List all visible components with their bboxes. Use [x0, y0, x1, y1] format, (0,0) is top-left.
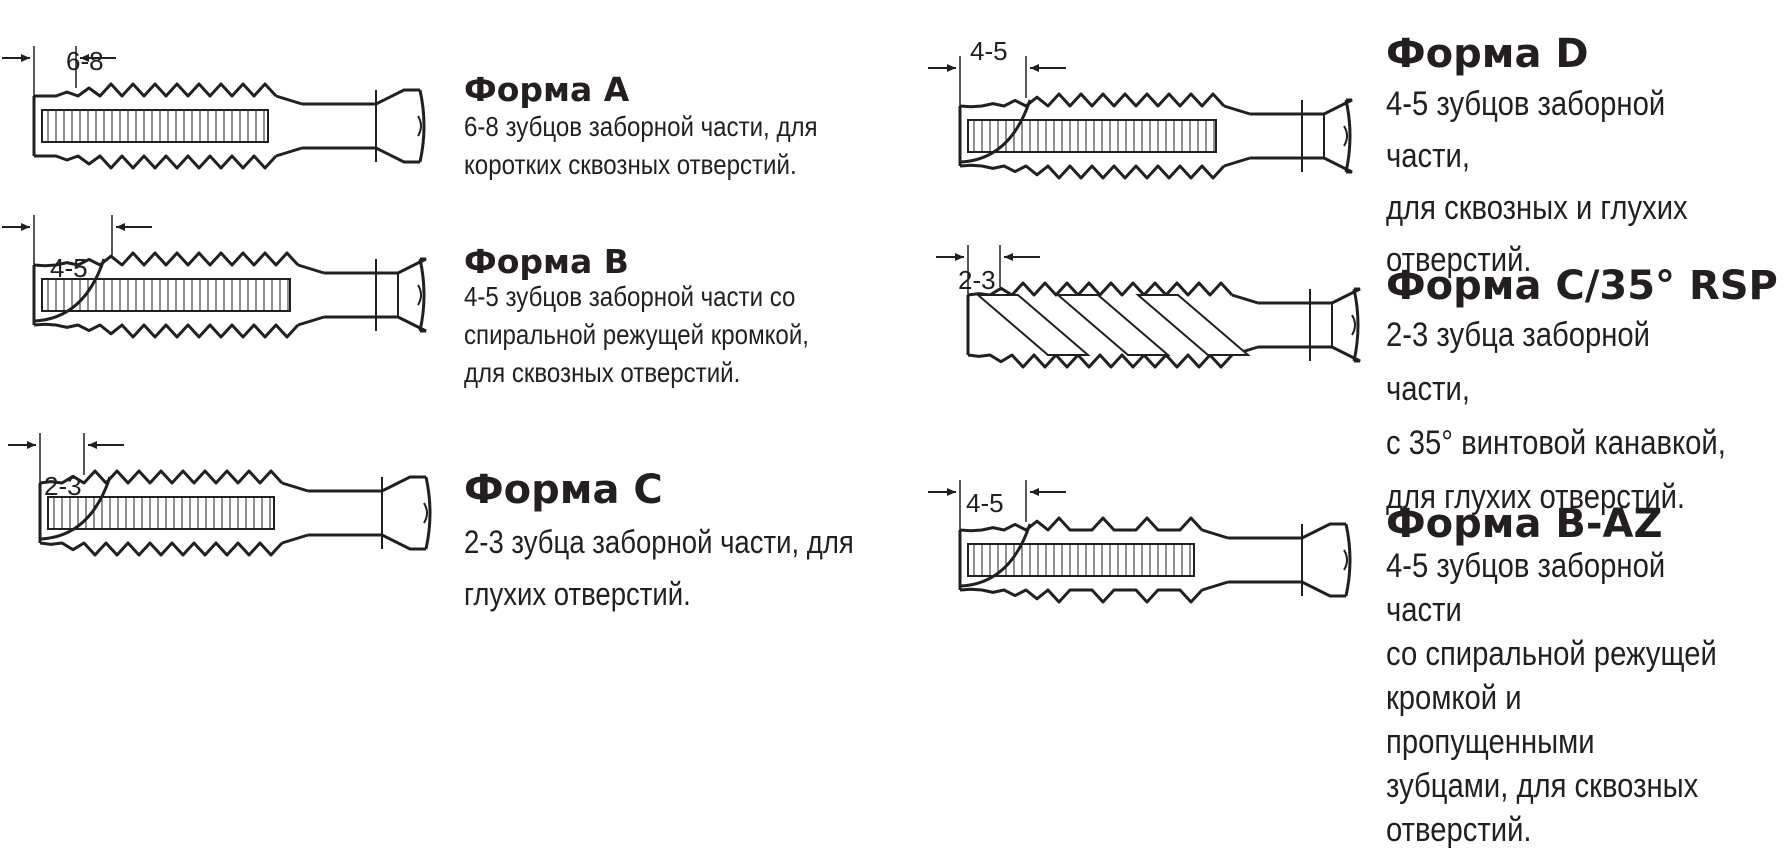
dimension-label-form-baz: 4-5 — [966, 488, 1004, 518]
form-baz-title: Форма B-AZ — [1386, 501, 1663, 547]
form-c-title: Форма C — [464, 467, 663, 513]
form-b-title: Форма B — [464, 242, 629, 281]
form-c-description: 2-3 зубца заборной части, для глухих отв… — [464, 524, 854, 612]
dimension-label-form-c: 2-3 — [44, 471, 82, 501]
form-c35-title: Форма С/35° RSP — [1386, 263, 1778, 309]
form-c35-description: 2-3 зубца заборной части, с 35° винтовой… — [1386, 316, 1726, 516]
form-baz-description: 4-5 зубцов заборной части со спиральной … — [1386, 547, 1717, 849]
tap-body-b — [2, 215, 427, 339]
caption-form-c35: Форма С/35° RSP 2-3 зубца заборной части… — [1386, 264, 1786, 524]
form-a-title: Форма A — [464, 70, 630, 109]
caption-form-c: Форма C 2-3 зубца заборной части, для гл… — [464, 468, 917, 620]
tap-body-d — [928, 56, 1353, 180]
caption-form-b: Форма B 4-5 зубцов заборной части со спи… — [464, 242, 865, 392]
tap-body-c — [8, 433, 432, 557]
tap-body-baz — [928, 480, 1352, 604]
tap-body-a — [2, 46, 426, 170]
caption-form-d: Форма D 4-5 зубцов заборной части, для с… — [1386, 32, 1786, 286]
form-b-description: 4-5 зубцов заборной части со спиральной … — [464, 281, 809, 389]
dimension-label-form-c35: 2-3 — [958, 265, 996, 295]
form-d-description: 4-5 зубцов заборной части, для сквозных … — [1386, 85, 1688, 279]
dimension-label-form-b: 4-5 — [50, 253, 88, 283]
dimension-label-form-d: 4-5 — [970, 36, 1008, 66]
dimension-label-form-a: 6-8 — [66, 46, 104, 76]
caption-form-baz: Форма B-AZ 4-5 зубцов заборной части со … — [1386, 502, 1786, 852]
tap-forms-diagram: 6-8 4-5 2-3 4-5 2-3 4-5 Форма A 6-8 зубц… — [2, 32, 1786, 849]
form-d-title: Форма D — [1386, 31, 1589, 77]
tap-body-c35 — [936, 245, 1361, 369]
form-a-description: 6-8 зубцов заборной части, для коротких … — [464, 111, 818, 181]
caption-form-a: Форма A 6-8 зубцов заборной части, для к… — [464, 70, 875, 184]
